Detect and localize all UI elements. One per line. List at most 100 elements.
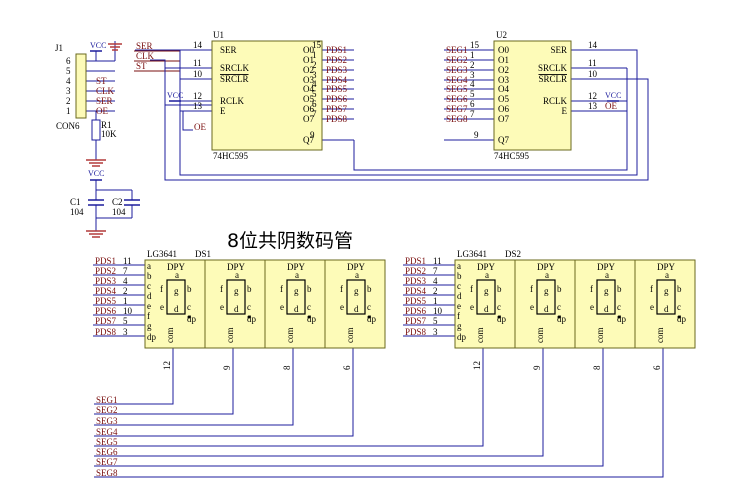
- display-1-digit-1-segments: [536, 279, 556, 315]
- u1-out-O6: O6: [303, 104, 314, 114]
- j1-signal-ST: ST: [96, 76, 107, 86]
- display-0-digit-2-lbl-c: c: [307, 302, 311, 312]
- u2-out-net-SEG3: SEG3: [446, 65, 468, 75]
- u1-pin-num-11: 11: [193, 58, 202, 68]
- u1-out-net-PDS2: PDS2: [326, 55, 347, 65]
- parts-layer: [75, 40, 696, 349]
- display-0-ref: DS1: [195, 249, 211, 259]
- display-1-digit-2-lbl-f: f: [590, 284, 593, 294]
- display-1-in-num-11: 11: [433, 256, 442, 266]
- display-0-digit-2-lbl-dp: dp: [307, 314, 317, 324]
- display-0-digit-0-dp-dot: [187, 315, 191, 319]
- display-0-in-net-PDS4: PDS4: [95, 286, 117, 296]
- display-0-in-num-3: 3: [123, 327, 128, 337]
- display-1-seg-a: a: [457, 261, 461, 271]
- display-0-digit-3-lbl-f: f: [340, 284, 343, 294]
- display-0-in-net-PDS8: PDS8: [95, 327, 117, 337]
- u1-out-net-PDS5: PDS5: [326, 84, 348, 94]
- display-0-seg-d: d: [147, 291, 152, 301]
- u2-pin-num-14: 14: [588, 40, 598, 50]
- display-0-digit-2-body: [264, 259, 326, 349]
- u2-out-num-2: 2: [470, 60, 475, 70]
- display-1-digit-0-lbl-g: g: [484, 286, 489, 296]
- display-1-in-net-PDS1: PDS1: [405, 256, 426, 266]
- u1-pin-num-13: 13: [193, 101, 203, 111]
- display-0-in-net-PDS2: PDS2: [95, 266, 116, 276]
- display-1-ref: DS2: [505, 249, 521, 259]
- seg-bus-wire-SEG3: [94, 360, 294, 426]
- u1-q7-num: 9: [310, 130, 315, 140]
- display-0-in-num-7: 7: [123, 266, 128, 276]
- display-1-digit-1-header: DPY: [537, 262, 556, 272]
- display-1-digit-1-dp-dot: [557, 315, 561, 319]
- u1-out-O1: O1: [303, 55, 314, 65]
- display-0-part: LG3641: [147, 249, 177, 259]
- display-1-digit-0-lbl-dp: dp: [497, 314, 507, 324]
- display-0-digit-1-lbl-f: f: [220, 284, 223, 294]
- display-1-digit-2-header: DPY: [597, 262, 616, 272]
- display-1-in-net-PDS3: PDS3: [405, 276, 427, 286]
- c1-value: 104: [70, 207, 84, 217]
- u1-pin-num-14: 14: [193, 40, 203, 50]
- display-0-in-net-PDS6: PDS6: [95, 306, 117, 316]
- display-1-in-net-PDS5: PDS5: [405, 296, 427, 306]
- display-1-in-net-PDS4: PDS4: [405, 286, 427, 296]
- u1-pin-SRCLR: SRCLR: [220, 74, 249, 84]
- display-0-digit-3-lbl-c: c: [367, 302, 371, 312]
- display-1-seg-d: d: [457, 291, 462, 301]
- display-0-digit-0-com: com: [165, 328, 175, 344]
- display-0-in-net-PDS5: PDS5: [95, 296, 117, 306]
- display-1-seg-e: e: [457, 301, 461, 311]
- u2-out-num-6: 6: [470, 99, 475, 109]
- u1-pin-SRCLK: SRCLK: [220, 63, 250, 73]
- display-0-digit-0-lbl-g: g: [174, 286, 179, 296]
- display-1-digit-3-dp-dot: [677, 315, 681, 319]
- u2-out-net-SEG1: SEG1: [446, 45, 468, 55]
- diagram-title: 8位共阴数码管: [227, 230, 353, 252]
- display-0-digit-1-dp-dot: [247, 315, 251, 319]
- display-1-digit-3-segments: [656, 279, 676, 315]
- u2-out-num-15: 15: [470, 40, 480, 50]
- u2-out-num-4: 4: [470, 79, 475, 89]
- display-0-in-num-1: 1: [123, 296, 128, 306]
- u1-q7: Q7: [303, 135, 314, 145]
- u1-pin-E: E: [220, 106, 226, 116]
- u2-oe-label: OE: [605, 101, 617, 111]
- u1-out-O0: O0: [303, 45, 314, 55]
- j1-pin-6: 6: [66, 56, 71, 66]
- display-1-digit-0-body: [454, 259, 516, 349]
- u2-out-O5: O5: [498, 94, 509, 104]
- resistor-r1: [91, 119, 101, 141]
- r1-ref: R1: [101, 120, 112, 130]
- display-1-digit-2-lbl-g: g: [604, 286, 609, 296]
- u1-out-net-PDS6: PDS6: [326, 94, 348, 104]
- u1-ref: U1: [213, 30, 224, 40]
- seg-bus-label-SEG3: SEG3: [96, 416, 118, 426]
- display-0-com-pin-9: 9: [222, 365, 232, 370]
- display-1-in-net-PDS8: PDS8: [405, 327, 427, 337]
- chip-u1-body: [211, 40, 323, 151]
- u2-vcc-label: VCC: [605, 91, 621, 100]
- display-0-digit-2-lbl-e: e: [280, 302, 284, 312]
- display-0-in-num-10: 10: [123, 306, 133, 316]
- u2-out-num-7: 7: [470, 109, 475, 119]
- seg-bus-wire-SEG8: [94, 360, 664, 478]
- u1-out-num-15: 15: [312, 40, 322, 50]
- u1-out-O3: O3: [303, 75, 314, 85]
- display-1-in-num-10: 10: [433, 306, 443, 316]
- display-1-digit-0-dp-dot: [497, 315, 501, 319]
- u1-out-net-PDS4: PDS4: [326, 75, 348, 85]
- u2-out-net-SEG7: SEG7: [446, 104, 468, 114]
- input-net-CLK: CLK: [136, 51, 155, 61]
- display-0-in-net-PDS1: PDS1: [95, 256, 116, 266]
- seg-bus-label-SEG5: SEG5: [96, 437, 118, 447]
- display-0-digit-3-segments: [346, 279, 366, 315]
- u1-out-O7: O7: [303, 114, 314, 124]
- u2-out-net-SEG2: SEG2: [446, 55, 468, 65]
- display-1-in-net-PDS7: PDS7: [405, 316, 427, 326]
- display-0-in-net-PDS7: PDS7: [95, 316, 117, 326]
- display-0-digit-3-com: com: [345, 328, 355, 344]
- display-1-digit-3-com: com: [655, 328, 665, 344]
- display-0-seg-dp: dp: [147, 332, 157, 342]
